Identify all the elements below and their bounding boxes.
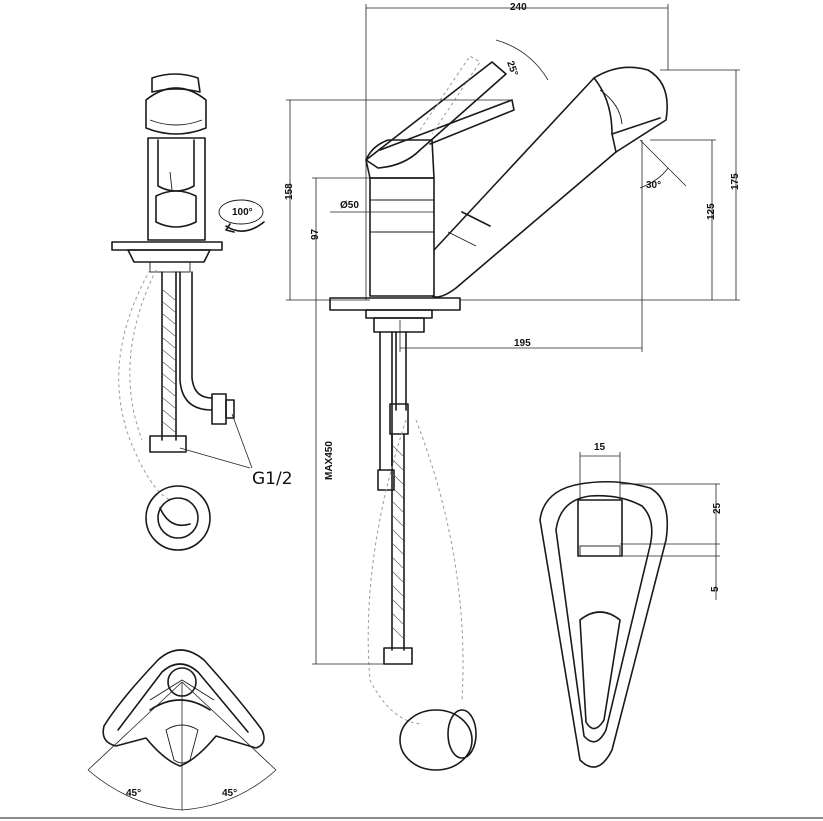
gap-5-label: 5 bbox=[710, 586, 721, 592]
front-view: 100° G1/2 bbox=[111, 73, 293, 551]
spout-angle-label: 30° bbox=[646, 180, 661, 191]
swivel-left-label: 45° bbox=[126, 788, 141, 799]
height-125-label: 125 bbox=[706, 203, 717, 220]
offset-25-label: 25 bbox=[712, 502, 723, 514]
rotation-label: 100° bbox=[232, 207, 253, 218]
hose-length-label: MAX450 bbox=[324, 441, 335, 480]
handle-top-view: 15 25 5 bbox=[539, 442, 723, 768]
height-158-label: 158 bbox=[284, 183, 295, 200]
swivel-right-label: 45° bbox=[222, 788, 237, 799]
reach-195-label: 195 bbox=[514, 338, 531, 349]
thread-label: G1/2 bbox=[252, 469, 293, 489]
diameter-label: Ø50 bbox=[340, 200, 359, 211]
width-240-label: 240 bbox=[510, 2, 527, 13]
height-97-label: 97 bbox=[310, 228, 321, 240]
swivel-top-view: 45° 45° bbox=[87, 649, 277, 811]
lever-angle-label: 25° bbox=[504, 60, 520, 78]
side-view: 240 25° 158 97 Ø50 30° 195 125 175 MAX45… bbox=[284, 2, 741, 771]
width-15-label: 15 bbox=[594, 442, 606, 453]
height-175-label: 175 bbox=[730, 173, 741, 190]
